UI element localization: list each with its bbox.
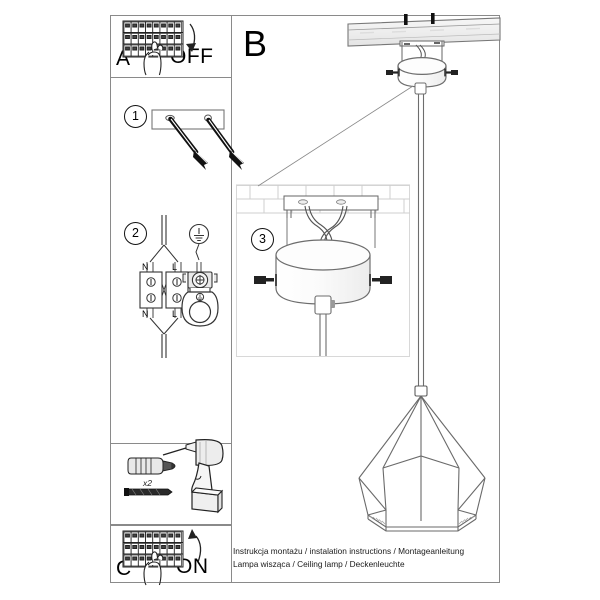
terminal-label-l-top: L xyxy=(172,262,178,272)
caption-line-2: Lampa wisząca / Ceiling lamp / Deckenleu… xyxy=(233,559,405,569)
caption-block: Instrukcja montażu / instalation instruc… xyxy=(233,545,464,571)
terminal-label-n-top: N xyxy=(142,262,149,272)
terminal-label-n-bottom: N xyxy=(142,309,149,319)
off-label: OFF xyxy=(170,45,214,68)
step-number-2: 2 xyxy=(124,222,147,245)
panel-a-label: A xyxy=(116,47,131,70)
caption-line-1: Instrukcja montażu / instalation instruc… xyxy=(233,546,465,556)
panel-b-label: B xyxy=(243,23,268,64)
panel-c-frame xyxy=(110,525,232,583)
step3-panel-frame xyxy=(236,185,410,357)
step-number-3: 3 xyxy=(251,228,274,251)
step-number-1: 1 xyxy=(124,105,147,128)
tools-panel-frame xyxy=(110,443,232,525)
terminal-label-l-bottom: L xyxy=(172,309,178,319)
on-label: ON xyxy=(176,555,209,578)
panel-c-label: C xyxy=(116,557,132,580)
quantity-label: x2 xyxy=(143,478,152,488)
